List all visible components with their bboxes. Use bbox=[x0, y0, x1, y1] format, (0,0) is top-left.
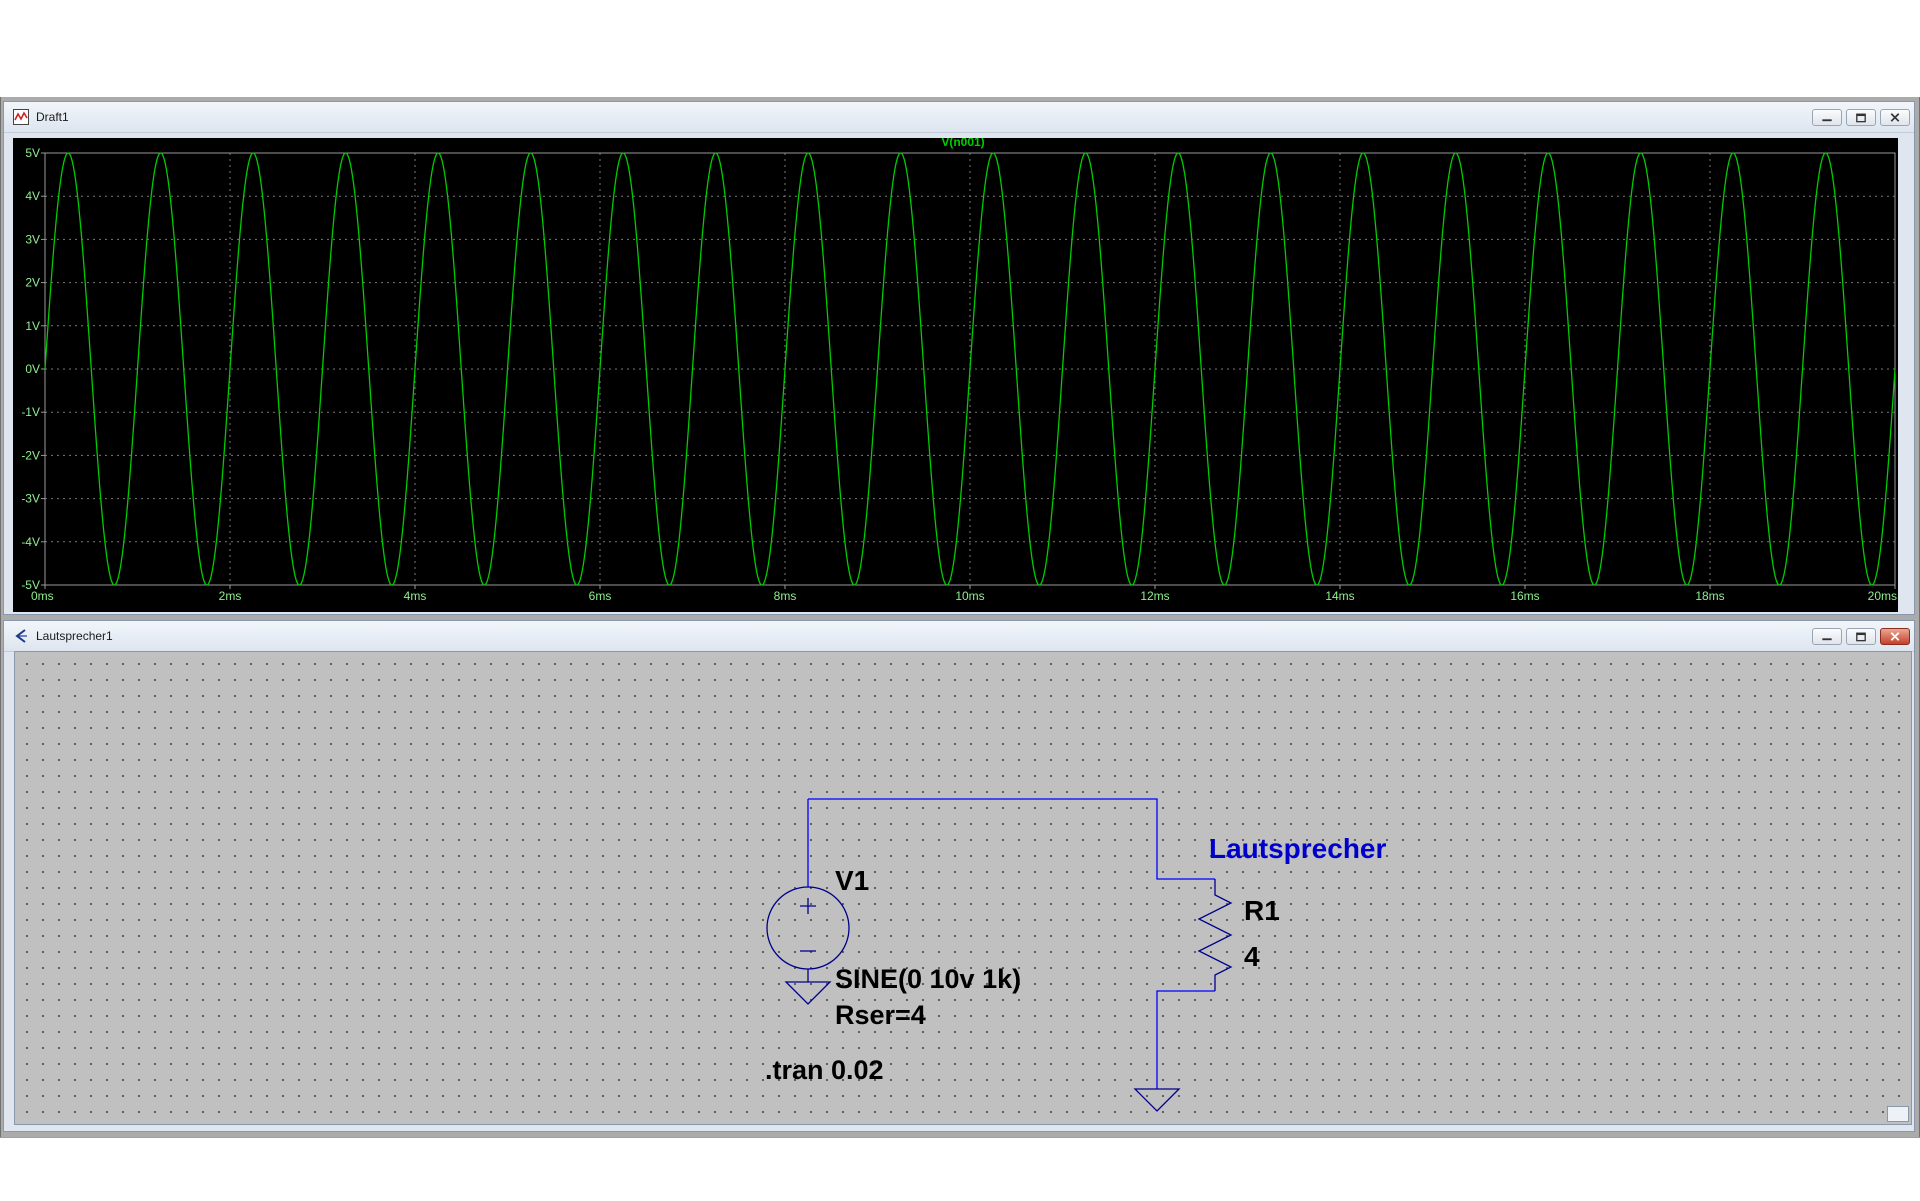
y-tick-label: -2V bbox=[21, 448, 40, 462]
restore-icon bbox=[1856, 632, 1866, 642]
y-tick-label: 4V bbox=[25, 189, 40, 203]
r1-value-label[interactable]: 4 bbox=[1244, 941, 1260, 972]
v1-value-label[interactable]: SINE(0 10v 1k) bbox=[835, 964, 1022, 994]
ground-symbol-v1[interactable] bbox=[784, 981, 832, 1005]
v1-param-label[interactable]: Rser=4 bbox=[835, 1000, 926, 1030]
x-tick-label: 6ms bbox=[589, 589, 612, 603]
schematic-window[interactable]: Lautsprecher1 bbox=[3, 620, 1915, 1132]
schematic-titlebar[interactable]: Lautsprecher1 bbox=[4, 621, 1914, 652]
mdi-workspace: Draft1 5V 4V 3V 2V 1V 0V -1V -2V -3V -4V -5V 0ms 2m… bbox=[0, 97, 1920, 1137]
net-label-lautsprecher[interactable]: Lautsprecher bbox=[1209, 833, 1387, 864]
waveform-window[interactable]: Draft1 5V 4V 3V 2V 1V 0V -1V -2V -3V -4V -5V 0ms 2m… bbox=[3, 101, 1915, 615]
wire-resistor-ground[interactable] bbox=[1156, 990, 1215, 1089]
schematic-icon bbox=[15, 629, 27, 643]
x-tick-label: 12ms bbox=[1140, 589, 1169, 603]
tran-directive[interactable]: .tran 0.02 bbox=[765, 1055, 884, 1085]
y-tick-label: 1V bbox=[25, 319, 40, 333]
x-tick-label: 14ms bbox=[1325, 589, 1354, 603]
trace-v-n001[interactable] bbox=[44, 152, 1896, 586]
y-tick-label: -5V bbox=[21, 578, 40, 592]
schematic-close-button[interactable] bbox=[1880, 628, 1910, 645]
x-tick-label: 0ms bbox=[31, 589, 54, 603]
x-tick-label: 20ms bbox=[1868, 589, 1897, 603]
resistor-r1[interactable] bbox=[1197, 879, 1233, 991]
waveform-plot[interactable]: 5V 4V 3V 2V 1V 0V -1V -2V -3V -4V -5V 0ms 2ms 4ms 6ms… bbox=[13, 138, 1898, 612]
waveform-close-button[interactable] bbox=[1880, 109, 1910, 126]
schematic-canvas[interactable]: V1 SINE(0 10v 1k) Rser=4 .tran 0.02 Laut… bbox=[14, 651, 1912, 1125]
restore-icon bbox=[1856, 113, 1866, 123]
y-tick-label: 5V bbox=[25, 146, 40, 160]
close-icon bbox=[1890, 632, 1900, 641]
r1-name-label[interactable]: R1 bbox=[1244, 895, 1280, 926]
schematic-drawing[interactable] bbox=[15, 652, 1913, 1126]
x-tick-label: 4ms bbox=[404, 589, 427, 603]
waveform-restore-button[interactable] bbox=[1846, 109, 1876, 126]
resize-grip[interactable] bbox=[1887, 1106, 1909, 1122]
minimize-icon bbox=[1822, 638, 1832, 641]
close-icon bbox=[1890, 113, 1900, 122]
waveform-window-title: Draft1 bbox=[36, 110, 69, 124]
x-tick-label: 10ms bbox=[955, 589, 984, 603]
v1-name-label[interactable]: V1 bbox=[835, 865, 870, 896]
y-tick-label: -3V bbox=[21, 492, 40, 506]
ground-symbol-r1[interactable] bbox=[1133, 1088, 1181, 1112]
waveform-titlebar[interactable]: Draft1 bbox=[4, 102, 1914, 133]
schematic-minimize-button[interactable] bbox=[1812, 628, 1842, 645]
waveform-minimize-button[interactable] bbox=[1812, 109, 1842, 126]
y-tick-label: -4V bbox=[21, 535, 40, 549]
plot-area[interactable]: 5V 4V 3V 2V 1V 0V -1V -2V -3V -4V -5V 0ms 2ms 4ms 6ms… bbox=[13, 138, 1898, 612]
trace-label[interactable]: V(n001) bbox=[941, 138, 984, 149]
waveform-icon bbox=[13, 109, 29, 125]
minimize-icon bbox=[1822, 119, 1832, 122]
x-tick-label: 8ms bbox=[774, 589, 797, 603]
y-tick-label: 3V bbox=[25, 232, 40, 246]
x-tick-label: 16ms bbox=[1510, 589, 1539, 603]
schematic-window-title: Lautsprecher1 bbox=[36, 629, 113, 643]
x-tick-label: 2ms bbox=[219, 589, 242, 603]
wire-top[interactable] bbox=[807, 798, 1215, 887]
y-tick-label: 0V bbox=[25, 362, 40, 376]
x-tick-label: 18ms bbox=[1695, 589, 1724, 603]
y-tick-label: 2V bbox=[25, 276, 40, 290]
toolbar-area bbox=[0, 0, 1920, 98]
schematic-restore-button[interactable] bbox=[1846, 628, 1876, 645]
status-bar bbox=[0, 1137, 1920, 1201]
voltage-source-v1[interactable] bbox=[766, 886, 850, 982]
y-tick-label: -1V bbox=[21, 405, 40, 419]
